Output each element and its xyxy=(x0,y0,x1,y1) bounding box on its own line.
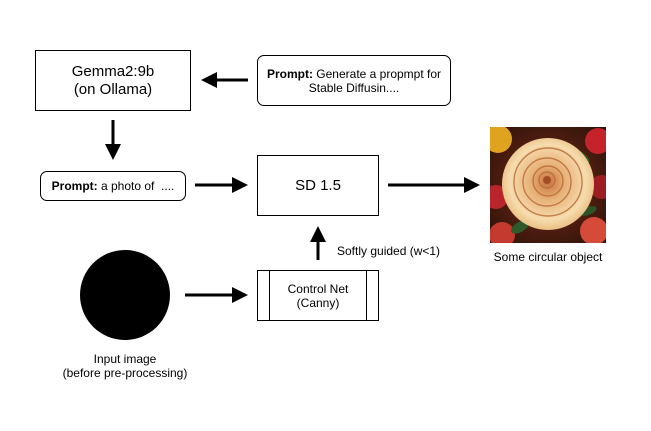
prompt-generate-text2: Stable Diffusin.... xyxy=(308,80,400,95)
prompt-photo-line: Prompt: a photo of .... xyxy=(52,179,175,193)
input-image-label-line2: (before pre-processing) xyxy=(62,366,188,380)
arrow-input-to-controlnet-head xyxy=(232,287,248,303)
gemma-title: Gemma2:9b xyxy=(71,62,155,80)
controlnet-left-bar xyxy=(269,271,270,320)
prompt-photo-bold: Prompt: xyxy=(51,179,98,193)
prompt-generate-node: Prompt: Generate a propmpt for Stable Di… xyxy=(257,55,451,106)
arrow-gemma-to-prompt-photo-head xyxy=(105,144,121,160)
prompt-photo-node: Prompt: a photo of .... xyxy=(40,171,186,201)
prompt-generate-text1: Generate a propmpt for xyxy=(312,66,442,81)
sd-label: SD 1.5 xyxy=(295,176,341,194)
input-image-circle xyxy=(80,250,170,340)
gemma-subtitle: (on Ollama) xyxy=(73,80,153,98)
controlnet-right-bar xyxy=(366,271,367,320)
sd-node: SD 1.5 xyxy=(257,155,379,216)
arrow-sd-to-output-head xyxy=(464,177,480,193)
arrow-prompt-photo-to-sd-head xyxy=(232,177,248,193)
gemma-node: Gemma2:9b (on Ollama) xyxy=(35,50,191,111)
prompt-generate-bold: Prompt: xyxy=(266,66,313,81)
arrow-prompt-to-gemma-head xyxy=(201,72,217,88)
input-image-label: Input image (before pre-processing) xyxy=(45,352,205,380)
controlnet-node: Control Net (Canny) xyxy=(257,270,379,321)
input-image-label-line1: Input image xyxy=(93,352,157,366)
prompt-generate-line1: Prompt: Generate a propmpt for xyxy=(267,67,441,81)
controlnet-subtitle: (Canny) xyxy=(296,295,340,310)
arrow-controlnet-to-sd-head xyxy=(310,226,326,242)
rose-illustration xyxy=(490,127,606,243)
output-label: Some circular object xyxy=(493,250,603,264)
softly-guided-label: Softly guided (w<1) xyxy=(337,244,441,258)
controlnet-title: Control Net xyxy=(287,281,349,296)
output-rose-image xyxy=(490,127,606,243)
prompt-photo-text: a photo of .... xyxy=(97,179,175,193)
